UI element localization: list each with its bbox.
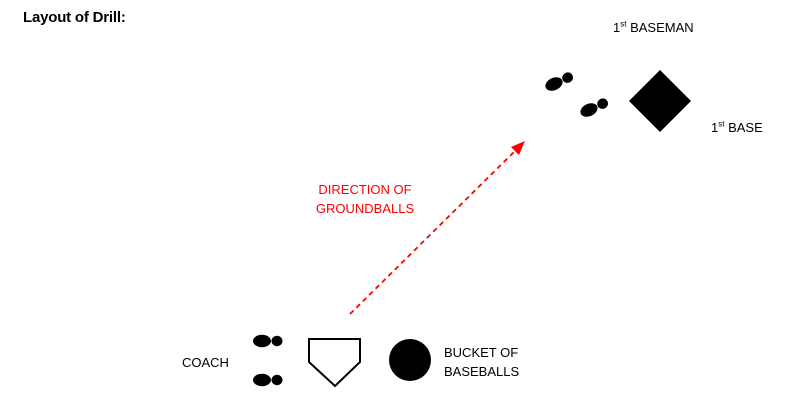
footprint [543,69,576,94]
arrow-shaft [349,149,517,315]
coach-footprints-icon [253,334,283,387]
groundball-direction-arrow [349,141,525,315]
first-base-label: 1st BASE [711,119,763,135]
first-baseman-label: 1st BASEMAN [613,19,694,35]
direction-label: DIRECTION OF GROUNDBALLS [315,182,415,216]
coach-label: COACH [182,355,229,370]
arrow-head [511,141,525,155]
first-base-diamond-icon [629,70,691,132]
footprint [253,373,283,387]
page-title: Layout of Drill: [23,9,126,26]
footprint [578,95,611,120]
footprint [253,334,283,348]
bucket-label: BUCKET OF BASEBALLS [444,345,520,379]
bucket-circle-icon [389,339,431,381]
first-baseman-footprints-icon [543,69,611,120]
home-plate-icon [308,338,361,388]
